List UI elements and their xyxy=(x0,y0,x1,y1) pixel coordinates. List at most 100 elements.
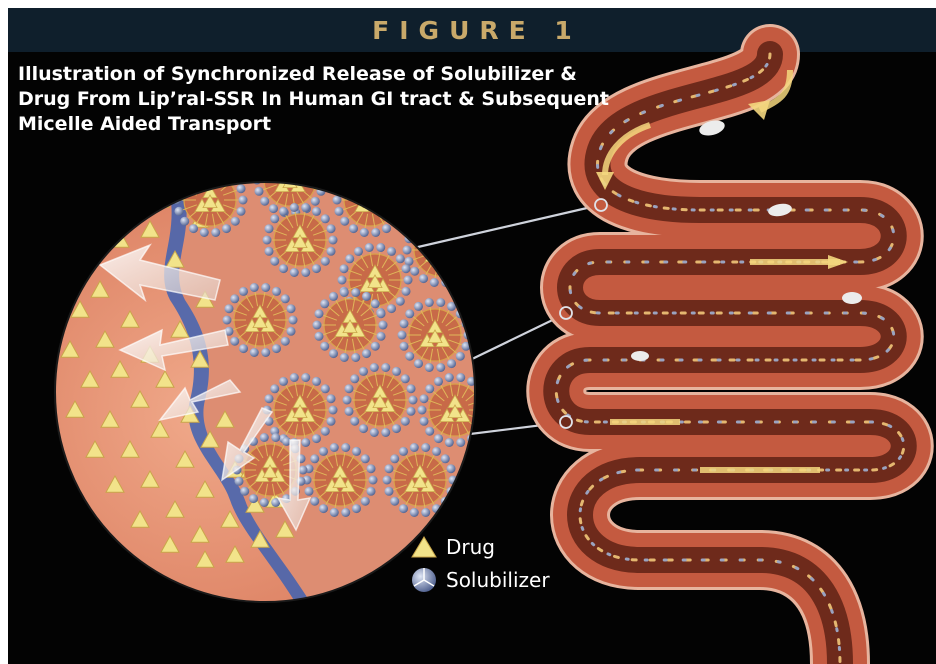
solubilizer-bead xyxy=(402,287,411,296)
drug-particle xyxy=(283,165,297,178)
solubilizer-bead xyxy=(301,203,310,212)
solubilizer-bead xyxy=(311,197,320,206)
solubilizer-bead xyxy=(272,344,281,353)
solubilizer-bead xyxy=(371,228,380,237)
solubilizer-bead xyxy=(441,454,450,463)
capsule-3 xyxy=(842,292,862,304)
solubilizer-bead xyxy=(369,476,378,485)
solubilizer-bead xyxy=(452,274,461,283)
solubilizer-bead xyxy=(330,508,339,517)
drug-particle xyxy=(283,175,297,188)
solubilizer-bead xyxy=(211,163,220,172)
solubilizer-bead xyxy=(321,427,330,436)
solubilizer-bead xyxy=(313,321,322,330)
solubilizer-bead xyxy=(461,267,470,276)
solubilizer-bead xyxy=(329,349,338,358)
solubilizer-bead xyxy=(476,427,485,436)
solubilizer-bead xyxy=(180,217,189,226)
solubilizer-bead xyxy=(237,207,246,216)
solubilizer-bead xyxy=(405,309,414,318)
solubilizer-bead xyxy=(447,464,456,473)
solubilizer-bead xyxy=(269,147,278,156)
solubilizer-bead xyxy=(350,417,359,426)
solubilizer-bead xyxy=(396,254,405,263)
solubilizer-bead xyxy=(419,394,428,403)
solubilizer-bead xyxy=(240,487,249,496)
solubilizer-bead xyxy=(410,508,419,517)
solubilizer-bead xyxy=(407,407,416,416)
solubilizer-bead xyxy=(310,497,319,506)
solubilizer-bead xyxy=(344,407,353,416)
solubilizer-bead xyxy=(421,508,430,517)
solubilizer-bead xyxy=(482,417,491,426)
solubilizer-bead xyxy=(409,396,418,405)
solubilizer-bead xyxy=(430,278,439,287)
solubilizer-bead xyxy=(381,428,390,437)
solubilizer-bead xyxy=(341,443,350,452)
solubilizer-bead xyxy=(340,353,349,362)
solubilizer-bead xyxy=(281,337,290,346)
solubilizer-bead xyxy=(281,294,290,303)
solubilizer-bead xyxy=(340,288,349,297)
solubilizer-bead xyxy=(321,257,330,266)
solubilizer-bead xyxy=(352,447,361,456)
solubilizer-bead xyxy=(200,228,209,237)
solubilizer-bead xyxy=(425,363,434,372)
solubilizer-bead xyxy=(254,164,263,173)
solubilizer-bead xyxy=(320,342,329,351)
solubilizer-bead xyxy=(312,207,321,216)
solubilizer-bead xyxy=(367,464,376,473)
solubilizer-bead xyxy=(230,294,239,303)
solubilizer-bead xyxy=(250,348,259,357)
solubilizer-bead xyxy=(321,214,330,223)
solubilizer-bead xyxy=(237,184,246,193)
solubilizer-bead xyxy=(311,154,320,163)
solubilizer-bead xyxy=(467,257,476,266)
solubilizer-bead xyxy=(239,344,248,353)
solubilizer-bead xyxy=(441,213,450,222)
solubilizer-bead xyxy=(260,433,269,442)
solubilizer-bead xyxy=(367,487,376,496)
solubilizer-bead xyxy=(397,184,406,193)
solubilizer-bead xyxy=(239,287,248,296)
solubilizer-bead xyxy=(341,508,350,517)
drug-particle xyxy=(371,199,385,212)
solubilizer-bead xyxy=(351,288,360,297)
solubilizer-bead xyxy=(327,394,336,403)
solubilizer-bead xyxy=(436,363,445,372)
solubilizer-bead xyxy=(343,396,352,405)
solubilizer-bead xyxy=(317,164,326,173)
solubilizer-bead xyxy=(425,298,434,307)
solubilizer-bead xyxy=(329,406,338,415)
solubilizer-bead xyxy=(382,224,391,233)
capsule-4 xyxy=(631,351,649,361)
solubilizer-bead xyxy=(384,487,393,496)
solubilizer-bead xyxy=(404,276,413,285)
solubilizer-bead xyxy=(425,384,434,393)
legend-drug-label: Drug xyxy=(446,535,495,559)
solubilizer-bead xyxy=(377,332,386,341)
solubilizer-bead xyxy=(456,438,465,447)
solubilizer-bead xyxy=(223,316,232,325)
solubilizer-bead xyxy=(321,384,330,393)
solubilizer-bead xyxy=(264,394,273,403)
solubilizer-bead xyxy=(272,287,281,296)
solubilizer-bead xyxy=(349,167,358,176)
solubilizer-bead xyxy=(301,373,310,382)
solubilizer-bead xyxy=(174,207,183,216)
solubilizer-bead xyxy=(447,359,456,368)
solubilizer-bead xyxy=(280,143,289,152)
solubilizer-bead xyxy=(339,264,348,273)
figure-title-line-1: Illustration of Synchronized Release of … xyxy=(18,62,618,87)
solubilizer-bead xyxy=(350,374,359,383)
solubilizer-bead xyxy=(390,454,399,463)
solubilizer-bead xyxy=(287,304,296,313)
solubilizer-bead xyxy=(338,276,347,285)
solubilizer-bead xyxy=(174,184,183,193)
solubilizer-bead xyxy=(304,487,313,496)
solubilizer-bead xyxy=(254,187,263,196)
drug-particle xyxy=(441,249,455,262)
solubilizer-bead xyxy=(392,424,401,433)
solubilizer-bead xyxy=(434,434,443,443)
